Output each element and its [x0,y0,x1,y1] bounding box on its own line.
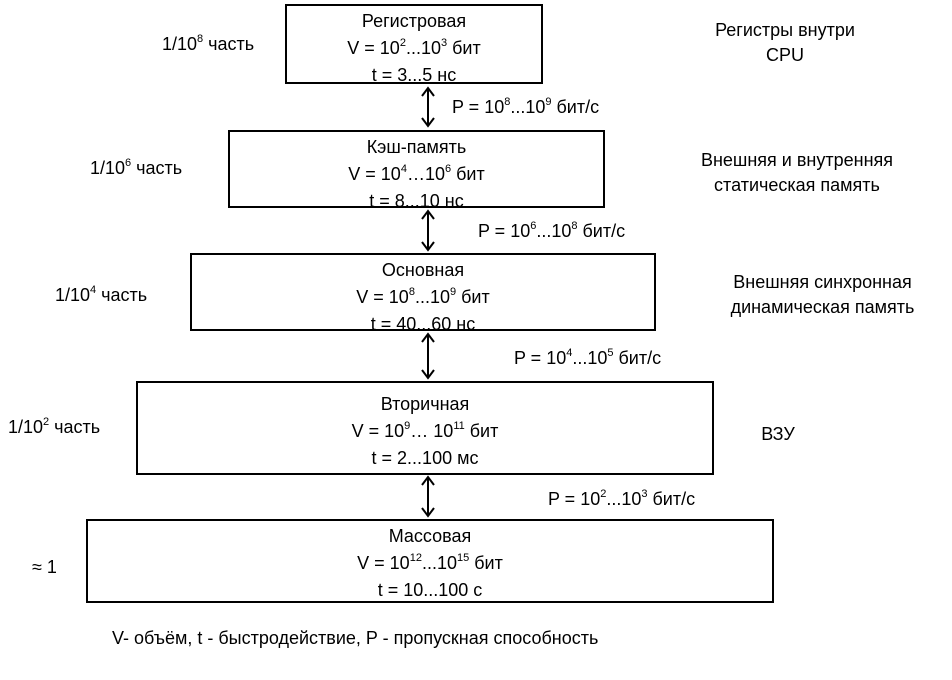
level-time: t = 10...100 с [377,580,483,600]
double-arrow-main-secondary [421,332,435,380]
level-name: Вторичная [380,394,470,414]
rate-main-secondary: P = 104...105 бит/с [514,347,662,369]
double-arrow-secondary-mass [421,475,435,518]
level-time: t = 2...100 мс [371,448,479,468]
fraction-registers: 1/108 часть [162,33,255,55]
level-box-cache: Кэш-память V = 104…106 бит t = 8...10 нс [228,130,605,211]
legend-text: V- объём, t - быстродействие, P - пропус… [112,628,599,648]
level-name: Регистровая [361,11,467,31]
level-box-mass: Массовая V = 1012...1015 бит t = 10...10… [86,519,774,603]
rate-cache-main: P = 106...108 бит/с [478,220,626,242]
level-name: Основная [381,260,465,280]
level-volume: V = 104…106 бит [348,163,485,185]
double-arrow-registers-cache [421,86,435,128]
level-box-secondary: Вторичная V = 109… 1011 бит t = 2...100 … [136,381,714,475]
fraction-secondary: 1/102 часть [8,416,101,438]
fraction-mass: ≈ 1 [32,557,57,577]
level-name: Кэш-память [366,137,467,157]
rate-secondary-mass: P = 102...103 бит/с [548,488,696,510]
level-name: Массовая [388,526,472,546]
level-volume: V = 108...109 бит [356,286,490,308]
level-box-main: Основная V = 108...109 бит t = 40...60 н… [190,253,656,334]
fraction-main: 1/104 часть [55,284,148,306]
level-box-registers: Регистровая V = 102...103 бит t = 3...5 … [285,4,543,85]
description-secondary: ВЗУ [761,424,795,444]
level-volume: V = 1012...1015 бит [357,552,503,574]
description-registers: Регистры внутри CPU [715,20,855,65]
level-time: t = 40...60 нс [370,314,476,334]
rate-registers-cache: P = 108...109 бит/с [452,96,600,118]
level-time: t = 3...5 нс [371,65,457,85]
level-volume: V = 102...103 бит [347,37,481,59]
fraction-cache: 1/106 часть [90,157,183,179]
description-main: Внешняя синхронная динамическая память [730,272,915,317]
double-arrow-cache-main [421,209,435,252]
level-time: t = 8...10 нс [369,191,464,211]
description-cache: Внешняя и внутренняя статическая память [700,150,894,195]
level-volume: V = 109… 1011 бит [351,420,499,442]
